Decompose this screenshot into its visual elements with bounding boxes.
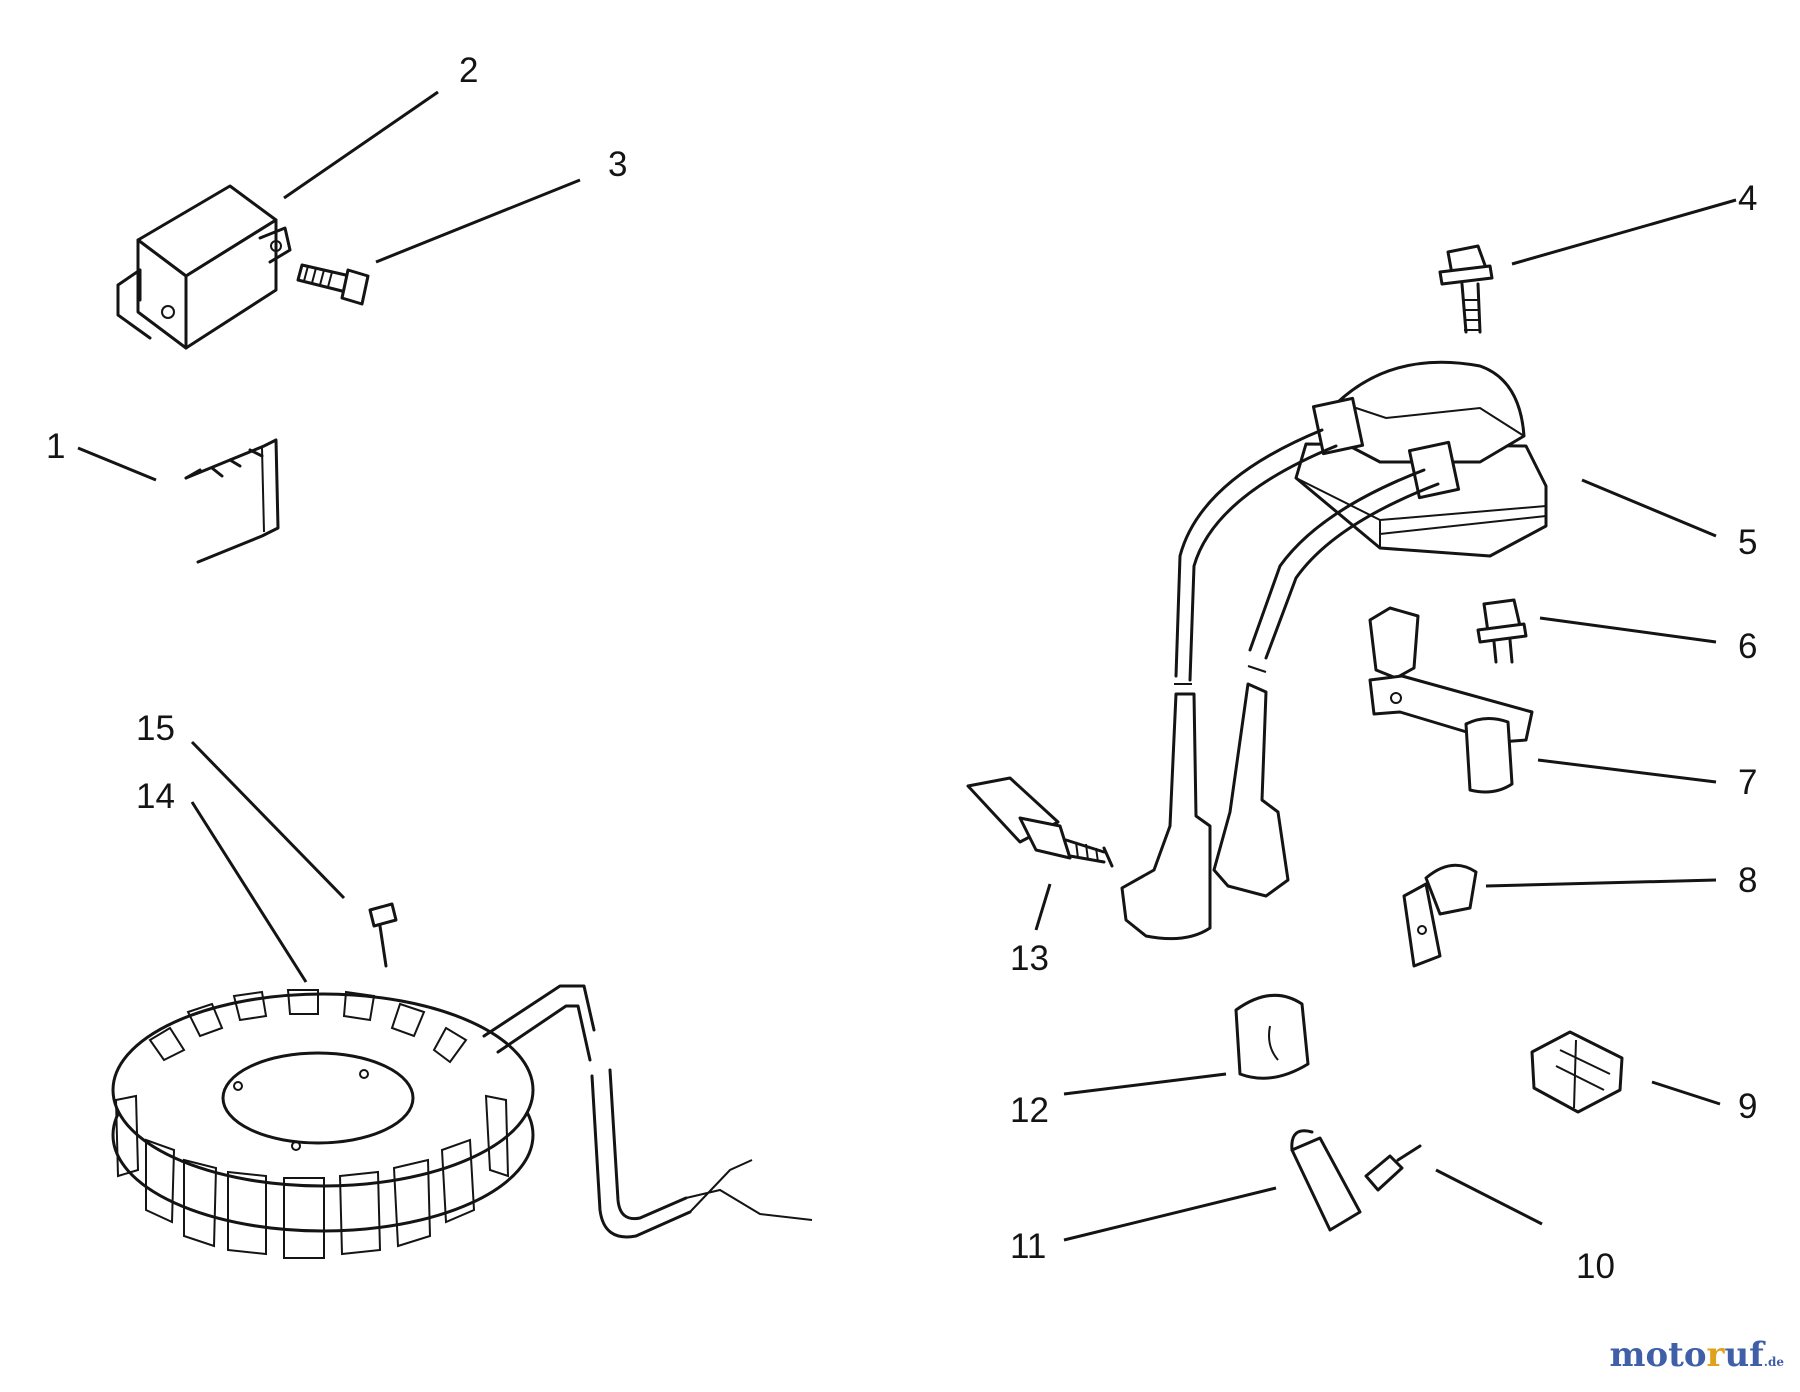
callout-5: 5: [1738, 523, 1757, 562]
leader-5: [1581, 478, 1717, 538]
part-12-grommet: [1234, 993, 1310, 1080]
callout-7: 7: [1738, 763, 1757, 802]
callout-14: 14: [136, 777, 175, 816]
leader-6: [1539, 616, 1717, 644]
leader-11: [1063, 1186, 1277, 1242]
callout-10: 10: [1576, 1247, 1615, 1286]
leader-8: [1485, 878, 1717, 888]
watermark-logo: motoruf.de: [1609, 1335, 1784, 1375]
part-8-clamp: [1402, 863, 1478, 968]
callout-6: 6: [1738, 627, 1757, 666]
part-5-ignition-coil: [1294, 360, 1548, 558]
part-1-clip: [184, 438, 280, 564]
part-9-connector: [1530, 1030, 1624, 1114]
part-4-bolt: [1438, 244, 1494, 334]
part-7-bracket: [1368, 606, 1534, 794]
leader-lines: [77, 90, 1737, 1242]
part-14-stator: [111, 902, 813, 1259]
callout-4: 4: [1738, 179, 1757, 218]
part-3-screw: [296, 263, 370, 306]
part-2-module: [116, 184, 292, 350]
callout-8: 8: [1738, 861, 1757, 900]
callout-15: 15: [136, 709, 175, 748]
callout-3: 3: [608, 145, 627, 184]
part-10-screw: [1364, 1144, 1422, 1192]
leader-14: [190, 801, 308, 983]
leader-9: [1651, 1080, 1721, 1106]
callout-12: 12: [1010, 1091, 1049, 1130]
callout-11: 11: [1010, 1227, 1046, 1266]
leader-7: [1537, 758, 1717, 784]
leader-10: [1435, 1168, 1543, 1226]
part-13-spark-plug: [966, 776, 1114, 868]
callout-9: 9: [1738, 1087, 1757, 1126]
leader-15: [190, 740, 346, 900]
callout-1: 1: [46, 427, 65, 466]
callout-numbers: 1 2 3 4 5 6 7 8 9 10 11 12 13 14 15: [46, 51, 1757, 1286]
leader-13: [1034, 883, 1052, 931]
ignition-leads: [1120, 428, 1440, 941]
leader-4: [1511, 198, 1737, 266]
callout-13: 13: [1010, 939, 1049, 978]
leader-2: [283, 90, 439, 200]
leader-1: [77, 446, 157, 482]
part-11-clip: [1290, 1129, 1362, 1232]
callout-2: 2: [459, 51, 478, 90]
part-6-bolt: [1476, 598, 1528, 664]
leader-12: [1063, 1072, 1227, 1096]
leader-3: [375, 178, 581, 264]
